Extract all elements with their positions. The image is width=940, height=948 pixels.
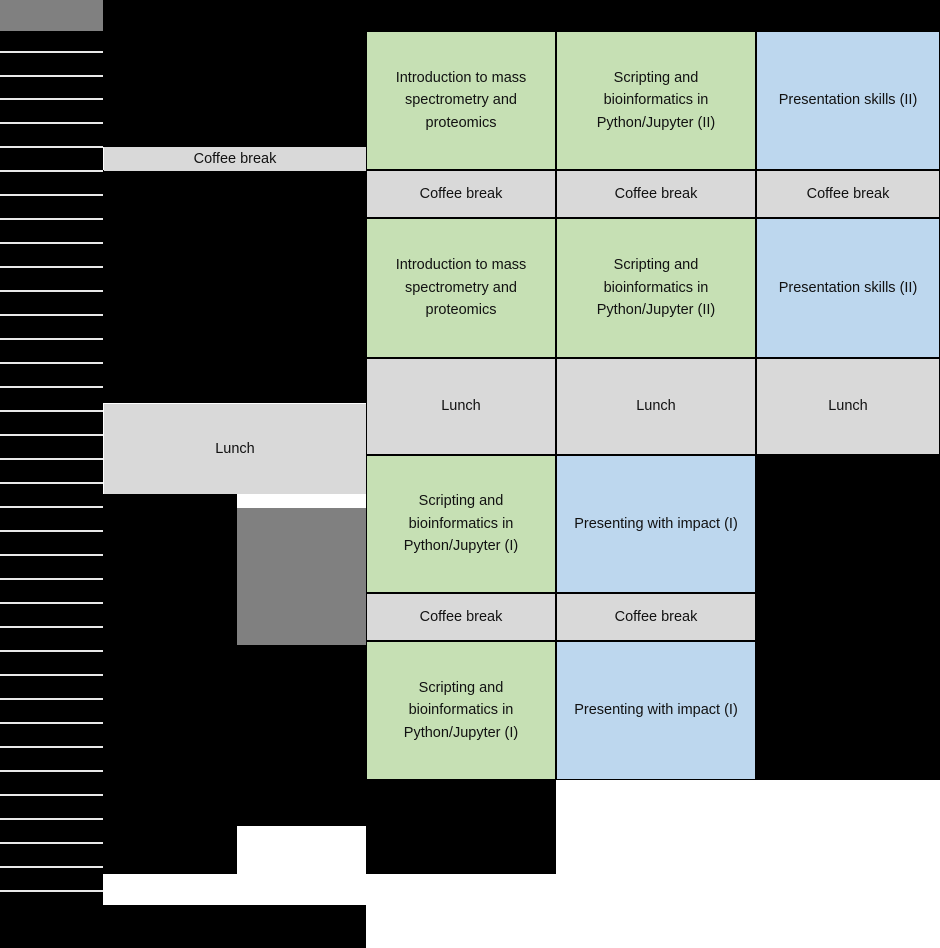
time-row-divider bbox=[0, 554, 103, 556]
time-row-divider bbox=[0, 578, 103, 580]
time-row-divider bbox=[0, 458, 103, 460]
schedule-cell-c2r1[interactable]: Scripting and bioinformatics in Python/J… bbox=[556, 31, 756, 170]
time-row-divider bbox=[0, 890, 103, 892]
backdrop-mid-left bbox=[103, 494, 237, 780]
time-row-divider bbox=[0, 674, 103, 676]
schedule-cell-c1r1[interactable]: Introduction to mass spectrometry and pr… bbox=[366, 31, 556, 170]
schedule-cell-c2r6[interactable]: Coffee break bbox=[556, 593, 756, 641]
time-row-divider bbox=[0, 626, 103, 628]
left-coffee-break-block[interactable]: Coffee break bbox=[104, 147, 366, 171]
schedule-cell-c3r3[interactable]: Presentation skills (II) bbox=[756, 218, 940, 358]
left-shaded-block bbox=[237, 508, 366, 645]
time-row-divider bbox=[0, 530, 103, 532]
time-row-divider bbox=[0, 866, 103, 868]
schedule-cell-c2r5[interactable]: Presenting with impact (I) bbox=[556, 455, 756, 593]
time-row-divider bbox=[0, 242, 103, 244]
schedule-cell-c1r5[interactable]: Scripting and bioinformatics in Python/J… bbox=[366, 455, 556, 593]
time-row-divider bbox=[0, 338, 103, 340]
schedule-cell-c1r7[interactable]: Scripting and bioinformatics in Python/J… bbox=[366, 641, 556, 780]
time-row-divider bbox=[0, 146, 103, 148]
time-row-divider bbox=[0, 218, 103, 220]
time-row-divider bbox=[0, 602, 103, 604]
backdrop-bottom-strip bbox=[0, 905, 366, 948]
time-row-divider bbox=[0, 698, 103, 700]
schedule-cell-c1r6[interactable]: Coffee break bbox=[366, 593, 556, 641]
gap-right-mid bbox=[756, 780, 940, 948]
gap-lower-left bbox=[103, 874, 366, 905]
schedule-cell-c3r1[interactable]: Presentation skills (II) bbox=[756, 31, 940, 170]
time-row-divider bbox=[0, 362, 103, 364]
time-row-divider bbox=[0, 98, 103, 100]
time-row-divider bbox=[0, 194, 103, 196]
schedule-cell-c2r4[interactable]: Lunch bbox=[556, 358, 756, 455]
schedule-cell-c1r2[interactable]: Coffee break bbox=[366, 170, 556, 218]
backdrop-right-upper bbox=[756, 455, 940, 780]
schedule-cell-c2r7[interactable]: Presenting with impact (I) bbox=[556, 641, 756, 780]
time-row-divider bbox=[0, 410, 103, 412]
schedule-cell-c1r3[interactable]: Introduction to mass spectrometry and pr… bbox=[366, 218, 556, 358]
gap-lower-mid bbox=[237, 826, 366, 874]
time-row-divider bbox=[0, 506, 103, 508]
time-row-divider bbox=[0, 51, 103, 53]
backdrop-lower-col1 bbox=[366, 780, 556, 874]
schedule-cell-c1r4[interactable]: Lunch bbox=[366, 358, 556, 455]
time-column bbox=[0, 0, 103, 905]
time-row-divider bbox=[0, 434, 103, 436]
time-row-divider bbox=[0, 770, 103, 772]
time-row-divider bbox=[0, 122, 103, 124]
backdrop-right-top bbox=[366, 0, 940, 31]
time-row-divider bbox=[0, 722, 103, 724]
schedule-cell-c3r2[interactable]: Coffee break bbox=[756, 170, 940, 218]
time-row-divider bbox=[0, 170, 103, 172]
schedule-cell-c3r4[interactable]: Lunch bbox=[756, 358, 940, 455]
schedule-cell-c2r3[interactable]: Scripting and bioinformatics in Python/J… bbox=[556, 218, 756, 358]
time-row-divider bbox=[0, 386, 103, 388]
time-row-divider bbox=[0, 314, 103, 316]
time-row-divider bbox=[0, 290, 103, 292]
time-row-divider bbox=[0, 794, 103, 796]
backdrop-upper-middle bbox=[103, 170, 366, 403]
time-row-divider bbox=[0, 650, 103, 652]
left-lunch-block[interactable]: Lunch bbox=[104, 404, 366, 494]
time-row-divider bbox=[0, 818, 103, 820]
time-row-divider bbox=[0, 482, 103, 484]
time-row-divider bbox=[0, 842, 103, 844]
backdrop-top-left bbox=[103, 0, 366, 147]
backdrop-mid-right bbox=[237, 645, 366, 780]
time-column-header bbox=[0, 0, 103, 31]
time-row-divider bbox=[0, 75, 103, 77]
schedule-cell-c2r2[interactable]: Coffee break bbox=[556, 170, 756, 218]
time-row-divider bbox=[0, 266, 103, 268]
time-row-divider bbox=[0, 746, 103, 748]
